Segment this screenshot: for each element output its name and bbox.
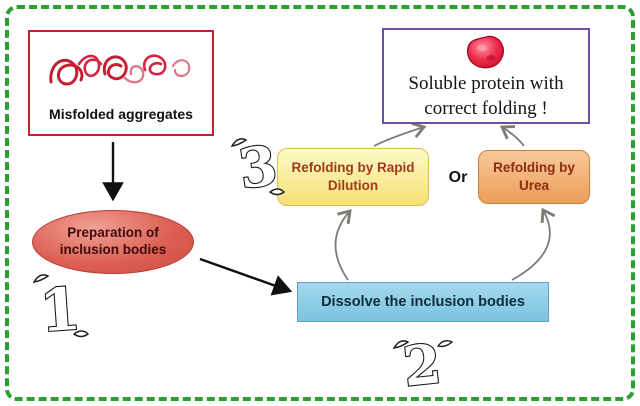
preparation-ellipse: Preparation of inclusion bodies [32,210,194,274]
refolding-rapid-dilution-label: Refolding by Rapid Dilution [291,160,415,193]
svg-text:2: 2 [400,331,444,399]
svg-text:3: 3 [235,133,281,202]
step-2-numeral: 2 [392,330,454,400]
misfolded-aggregates-illustration [49,54,191,86]
dashed-green-frame [5,5,635,401]
preparation-label: Preparation of inclusion bodies [59,225,167,257]
refolding-urea-box: Refolding by Urea [478,150,590,204]
misfolded-aggregates-label: Misfolded aggregates [49,106,193,122]
dissolve-box: Dissolve the inclusion bodies [297,282,549,322]
step-3-numeral: 3 [230,132,286,202]
refolding-rapid-dilution-box: Refolding by Rapid Dilution [277,148,429,206]
soluble-protein-line2: correct folding ! [424,97,548,119]
step-1-numeral: 1 [32,274,90,346]
folded-protein-icon [466,35,505,69]
refolding-urea-label: Refolding by Urea [493,160,575,193]
svg-text:1: 1 [38,275,83,346]
soluble-protein-line1: Soluble protein with [408,73,564,94]
soluble-protein-box: Soluble protein with correct folding ! [382,28,590,124]
dissolve-label: Dissolve the inclusion bodies [321,294,525,310]
misfolded-aggregates-box: Misfolded aggregates [28,30,214,136]
or-label: Or [448,169,468,186]
